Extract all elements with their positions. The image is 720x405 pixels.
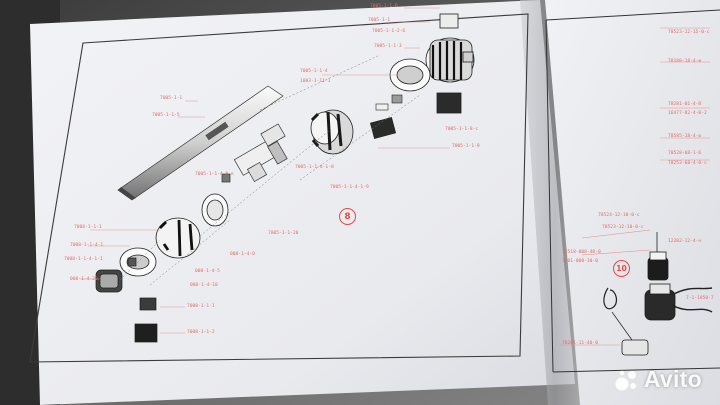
- left-page: [30, 0, 575, 405]
- right-callout-leaders: [560, 27, 710, 346]
- callout-label: 78524-12-10-0-с: [598, 213, 640, 218]
- callout-label: 78528-68-1-6: [668, 151, 702, 156]
- callout-label: 7-1-1850-7: [686, 296, 714, 301]
- callout-label: 78201-11-40-0: [562, 341, 598, 346]
- callout-label: 78188-18-4-и: [668, 59, 702, 64]
- callout-label: 7005-1-1-2-6: [372, 29, 406, 34]
- callout-label: 78253-68-4-0-с: [668, 161, 707, 166]
- callout-label: 7008-1-1-4-1: [70, 243, 104, 248]
- callout-label: 7005-1-1: [368, 18, 391, 23]
- callout-label: 78523-12-15-0-с: [668, 30, 710, 35]
- figure-number-10: 10: [613, 260, 630, 277]
- avito-watermark: Avito: [614, 366, 702, 393]
- callout-label: 7005-1-1-8-с: [445, 127, 479, 132]
- right-page: [545, 0, 720, 405]
- rod-part: [117, 85, 284, 201]
- callout-label: 78585-18-4-в: [668, 134, 702, 139]
- callout-leaders: [80, 7, 450, 334]
- small-block-parts: [369, 94, 403, 139]
- avito-logo-icon: [615, 370, 636, 390]
- callout-label: 7005-1-1-4: [300, 69, 328, 74]
- watermark-brand: Avito: [643, 366, 702, 392]
- callout-label: 7008-1-1-1: [187, 304, 215, 309]
- leader-lines: [119, 54, 421, 286]
- callout-label: 7005-1-1-4-1-9: [330, 185, 369, 190]
- left-page-frame: [29, 13, 529, 363]
- callout-label: 7008-1-1-4-1-1: [64, 257, 103, 262]
- callout-label: 7005-1-1-5: [152, 113, 180, 118]
- callout-label: 7005-1-1: [160, 96, 183, 101]
- callout-label: 7005-1-1-3: [374, 44, 402, 49]
- callout-label: 72518-008-40-0: [562, 250, 601, 255]
- callout-label: 7201-008-30-0: [562, 259, 598, 264]
- pulley-housing: [389, 13, 475, 114]
- callout-label: 008-1-4-10: [190, 283, 218, 288]
- callout-label: 008-1-4-5: [195, 269, 220, 274]
- right-page-parts: [581, 229, 713, 356]
- callout-label: 7005-1-1-4-1-8: [295, 165, 334, 170]
- callout-label: 7005-1-1-9: [452, 144, 480, 149]
- ribbed-cylinder: [310, 109, 354, 155]
- callout-label: 7008-1-1-1: [74, 225, 102, 230]
- lower-small-parts: [95, 257, 158, 343]
- callout-label: 7005-1-1-20: [268, 231, 299, 236]
- callout-label: 12202-12-4-н: [668, 239, 702, 244]
- callout-label: 7005-1-1-В: [370, 4, 398, 9]
- callout-label: 16477-82-4-0-2: [668, 111, 707, 116]
- callout-label: 008-1-4-20: [70, 277, 98, 282]
- callout-label: 7008-1-1-2: [187, 330, 215, 335]
- callout-label: 78281-01-4-В: [668, 102, 702, 107]
- cross-assembly: [221, 123, 288, 183]
- right-page-frame: [545, 9, 720, 21]
- callout-label: 008-1-4-0: [230, 252, 255, 257]
- callout-label: 7005-1-1-4-8-к: [195, 172, 234, 177]
- callout-label: 1003-1-11-1: [300, 79, 331, 84]
- callout-label: 78523-12-10-0-с: [602, 225, 644, 230]
- figure-number-8: 8: [339, 208, 356, 225]
